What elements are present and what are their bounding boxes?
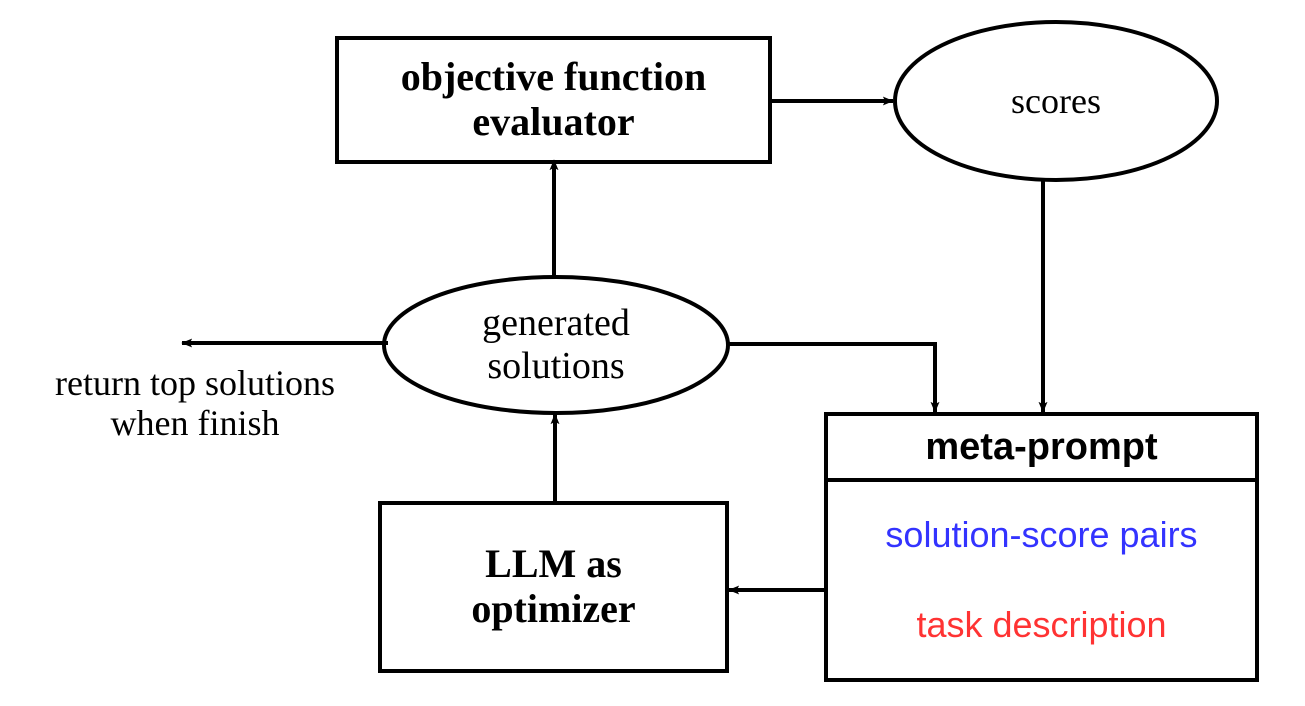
- scores-ellipse: [893, 20, 1219, 182]
- evaluator-box: [335, 36, 772, 164]
- llm-optimizer-box: [378, 501, 729, 673]
- generated-solutions-ellipse: [382, 275, 730, 415]
- edge-generated-solutions-to-meta-prompt: [728, 342, 940, 413]
- meta-prompt-box: [824, 412, 1259, 682]
